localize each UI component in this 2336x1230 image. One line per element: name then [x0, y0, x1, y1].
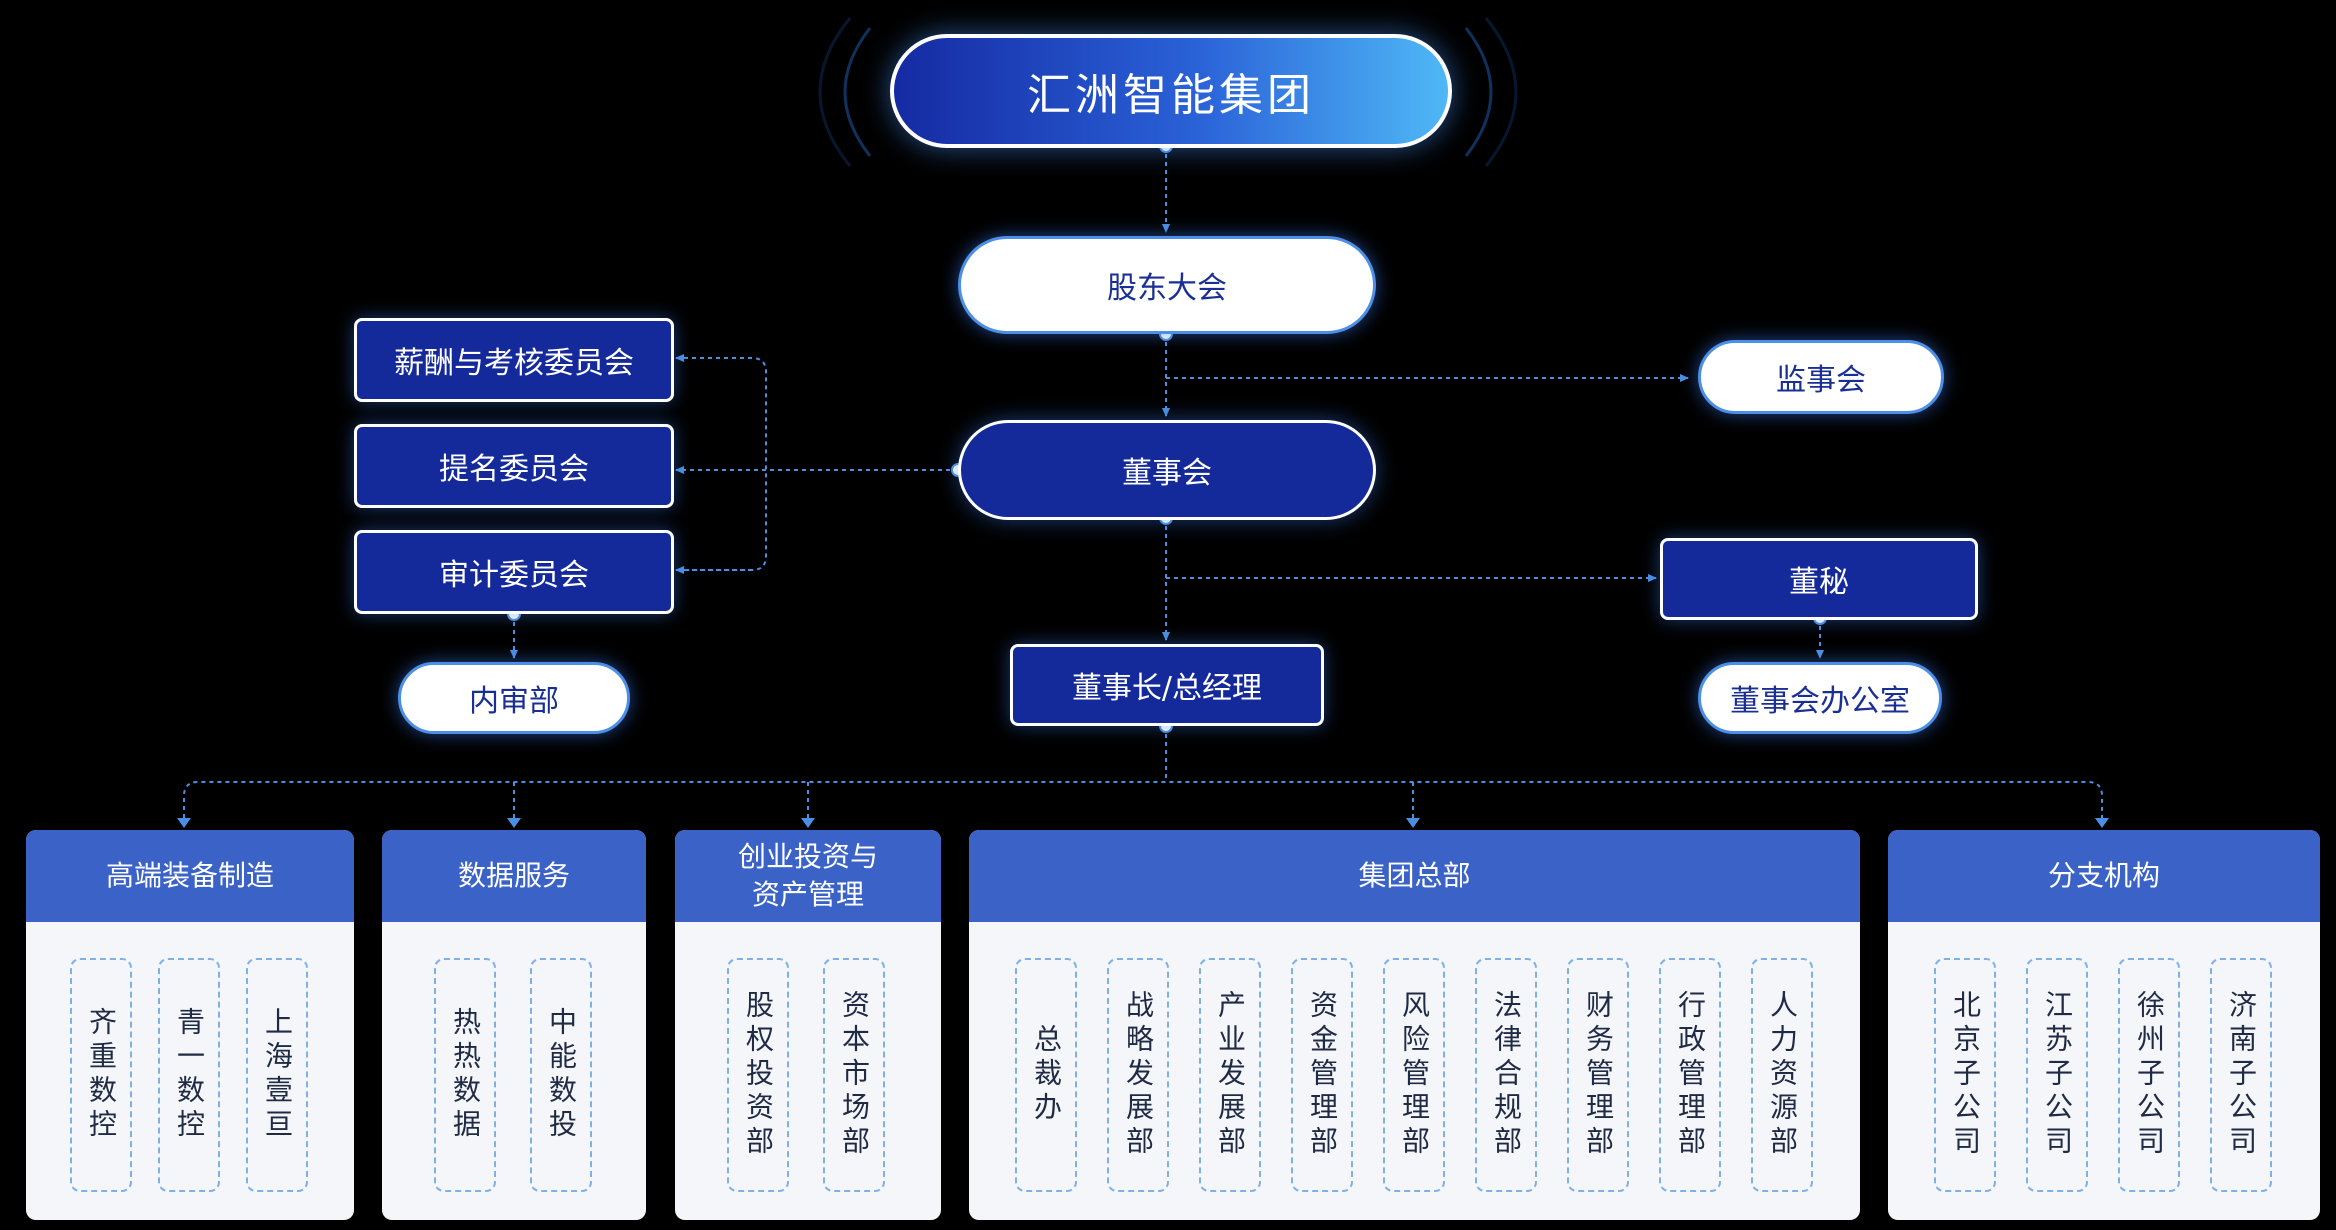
- unit-item: 资金管理部: [1291, 958, 1353, 1192]
- compensation-committee-node: 薪酬与考核委员会: [354, 318, 674, 402]
- unit-label: 法律合规部: [1490, 990, 1523, 1160]
- unit-label: 资本市场部: [838, 990, 871, 1160]
- unit-label: 产业发展部: [1214, 990, 1247, 1160]
- division-header: 创业投资与 资产管理: [675, 830, 941, 922]
- unit-item: 行政管理部: [1659, 958, 1721, 1192]
- division-group-hq-panel: 集团总部总裁办 战略发展部 产业发展部 资金管理部 风险管理部 法律合规部 财务管理部 行政管…: [969, 830, 1860, 1220]
- division-venture-investment-panel: 创业投资与 资产管理股权投资部 资本市场部: [675, 830, 941, 1220]
- division-header: 高端装备制造: [26, 830, 354, 922]
- unit-label: 资金管理部: [1306, 990, 1339, 1160]
- unit-list: 股权投资部 资本市场部: [675, 958, 941, 1192]
- unit-list: 齐重数控 青一数控 上海壹亘: [26, 958, 354, 1192]
- audit-committee-node: 审计委员会: [354, 530, 674, 614]
- unit-item: 中能数投: [530, 958, 592, 1192]
- unit-label: 江苏子公司: [2041, 990, 2074, 1160]
- division-header: 分支机构: [1888, 830, 2320, 922]
- unit-label: 济南子公司: [2225, 990, 2258, 1160]
- unit-item: 上海壹亘: [246, 958, 308, 1192]
- unit-item: 齐重数控: [70, 958, 132, 1192]
- division-header: 集团总部: [969, 830, 1860, 922]
- unit-item: 徐州子公司: [2118, 958, 2180, 1192]
- unit-label: 徐州子公司: [2133, 990, 2166, 1160]
- unit-item: 济南子公司: [2210, 958, 2272, 1192]
- unit-item: 北京子公司: [1934, 958, 1996, 1192]
- unit-item: 人力资源部: [1751, 958, 1813, 1192]
- chairman-node: 董事长/总经理: [1010, 644, 1324, 726]
- division-high-end-manufacturing-panel: 高端装备制造齐重数控 青一数控 上海壹亘: [26, 830, 354, 1220]
- unit-item: 资本市场部: [823, 958, 885, 1192]
- title-glow-arcs: [818, 17, 1518, 167]
- unit-label: 股权投资部: [742, 990, 775, 1160]
- internal-audit-node: 内审部: [398, 662, 630, 734]
- group-title: 汇洲智能集团: [890, 34, 1452, 148]
- unit-label: 总裁办: [1030, 1024, 1063, 1126]
- unit-list: 总裁办 战略发展部 产业发展部 资金管理部 风险管理部 法律合规部 财务管理部 行政管理部 人力…: [969, 958, 1860, 1192]
- division-header: 数据服务: [382, 830, 646, 922]
- unit-item: 产业发展部: [1199, 958, 1261, 1192]
- unit-label: 热热数据: [449, 1007, 482, 1143]
- unit-item: 青一数控: [158, 958, 220, 1192]
- unit-label: 青一数控: [173, 1007, 206, 1143]
- unit-item: 战略发展部: [1107, 958, 1169, 1192]
- unit-label: 行政管理部: [1674, 990, 1707, 1160]
- unit-label: 齐重数控: [85, 1007, 118, 1143]
- unit-list: 北京子公司 江苏子公司 徐州子公司 济南子公司: [1888, 958, 2320, 1192]
- unit-label: 战略发展部: [1122, 990, 1155, 1160]
- unit-label: 北京子公司: [1949, 990, 1982, 1160]
- unit-label: 财务管理部: [1582, 990, 1615, 1160]
- board-secretary-node: 董秘: [1660, 538, 1978, 620]
- board-office-node: 董事会办公室: [1698, 662, 1942, 734]
- unit-label: 风险管理部: [1398, 990, 1431, 1160]
- shareholders-meeting-node: 股东大会: [958, 236, 1376, 334]
- unit-item: 总裁办: [1015, 958, 1077, 1192]
- unit-item: 财务管理部: [1567, 958, 1629, 1192]
- unit-item: 法律合规部: [1475, 958, 1537, 1192]
- unit-list: 热热数据 中能数投: [382, 958, 646, 1192]
- division-data-services-panel: 数据服务热热数据 中能数投: [382, 830, 646, 1220]
- unit-item: 风险管理部: [1383, 958, 1445, 1192]
- unit-label: 上海壹亘: [261, 1007, 294, 1143]
- board-node: 董事会: [958, 420, 1376, 520]
- unit-label: 中能数投: [545, 1007, 578, 1143]
- supervisors-node: 监事会: [1698, 340, 1944, 414]
- unit-label: 人力资源部: [1766, 990, 1799, 1160]
- nomination-committee-node: 提名委员会: [354, 424, 674, 508]
- unit-item: 股权投资部: [727, 958, 789, 1192]
- unit-item: 热热数据: [434, 958, 496, 1192]
- division-branches-panel: 分支机构北京子公司 江苏子公司 徐州子公司 济南子公司: [1888, 830, 2320, 1220]
- unit-item: 江苏子公司: [2026, 958, 2088, 1192]
